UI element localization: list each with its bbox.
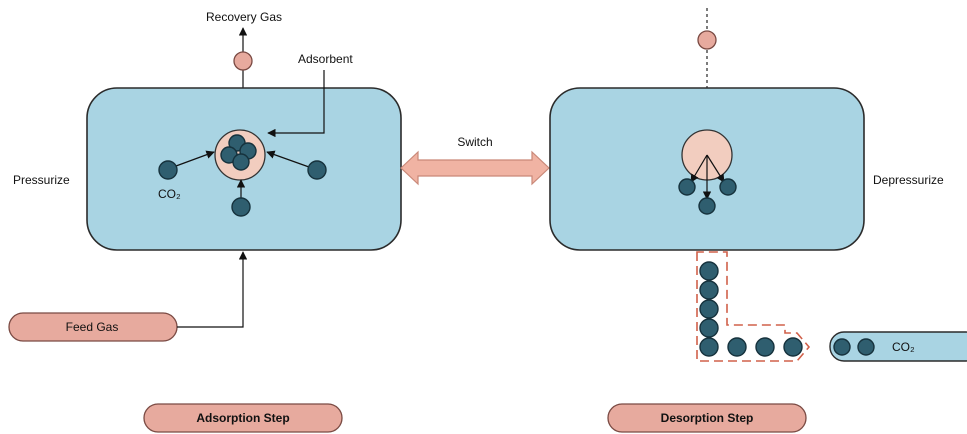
co2-stream-molecule	[783, 337, 803, 357]
desorption-step-pill	[607, 403, 807, 433]
recovery-gas-label: Recovery Gas	[206, 10, 282, 24]
co2-molecule	[307, 160, 327, 180]
feed-gas-arrow	[177, 251, 248, 328]
co2-label-right: CO₂	[892, 340, 915, 354]
recovery-gas-molecule	[233, 51, 253, 71]
co2-outflow-path	[696, 251, 811, 362]
outlet-gas-molecule	[697, 30, 717, 50]
co2-molecule	[231, 197, 251, 217]
co2-stream-molecule	[699, 337, 719, 357]
co2-molecule	[158, 160, 178, 180]
adsorbent-label: Adsorbent	[298, 52, 353, 66]
co2-label-left: CO₂	[158, 187, 181, 201]
co2-stream-molecule	[699, 261, 719, 281]
co2-stream-molecule	[699, 280, 719, 300]
adsorbent-pointer	[267, 70, 325, 138]
co2-release-arrow	[706, 154, 725, 183]
co2-stream-molecule	[699, 299, 719, 319]
adsorbed-co2-molecule	[232, 153, 250, 171]
co2-uptake-arrow	[266, 150, 310, 168]
pressurize-label: Pressurize	[13, 173, 70, 187]
released-co2-molecule	[698, 197, 716, 215]
adsorption-step-pill	[143, 403, 343, 433]
co2-stream-molecule	[727, 337, 747, 357]
co2-stream-molecule	[755, 337, 775, 357]
switch-arrow	[400, 150, 550, 186]
feed-gas-label: Feed Gas	[66, 320, 119, 334]
released-co2-molecule	[719, 178, 737, 196]
co2-product-molecule	[857, 338, 875, 356]
switch-label: Switch	[457, 135, 492, 149]
co2-stream-molecule	[699, 318, 719, 338]
co2-release-arrow	[690, 154, 708, 183]
co2-product-molecule	[833, 338, 851, 356]
co2-uptake-arrow	[175, 150, 215, 167]
desorption-step-label: Desorption Step	[661, 411, 754, 425]
depressurize-label: Depressurize	[873, 173, 944, 187]
released-co2-molecule	[678, 178, 696, 196]
adsorption-step-label: Adsorption Step	[196, 411, 289, 425]
